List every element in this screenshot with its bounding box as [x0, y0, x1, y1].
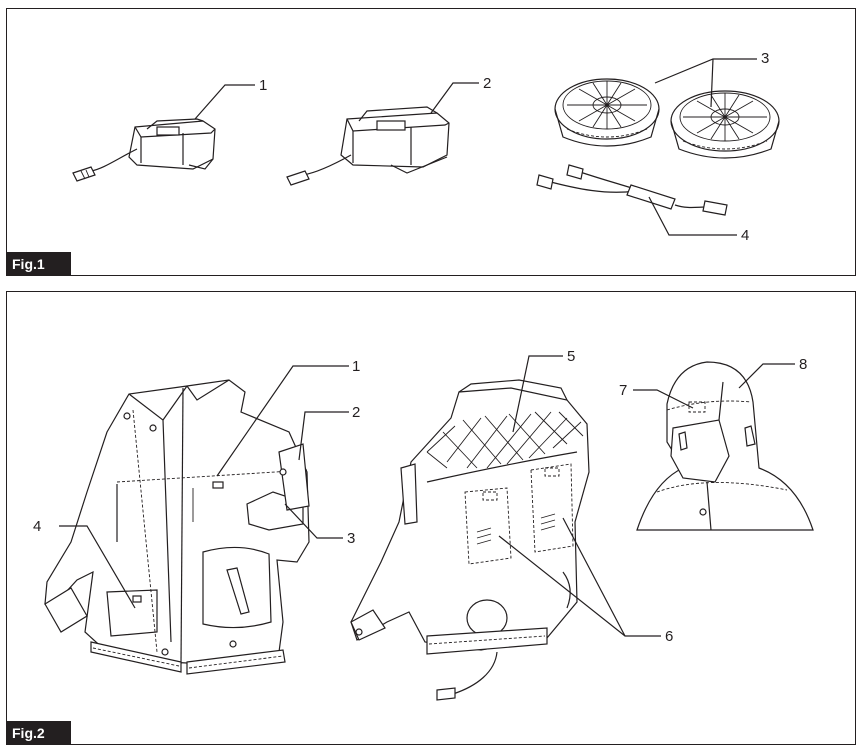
figure-2-leaders [59, 355, 795, 637]
y-cable-illustration [536, 164, 728, 216]
fig2-callout-2: 2 [352, 404, 360, 421]
jacket-front-illustration [44, 379, 310, 675]
hood-illustration [636, 361, 814, 531]
figure-1-label: Fig.1 [7, 252, 71, 275]
fig1-callout-2: 2 [483, 75, 491, 92]
fig2-callout-4: 4 [33, 518, 41, 535]
battery-adapter-2-illustration [286, 106, 450, 186]
jacket-back-illustration [350, 379, 590, 701]
figure-2-label: Fig.2 [7, 721, 71, 744]
fig1-callout-3: 3 [761, 50, 769, 67]
fig2-callout-5: 5 [567, 348, 575, 365]
fig2-callout-8: 8 [799, 356, 807, 373]
fig1-callout-1: 1 [259, 77, 267, 94]
figure-1-leaders [194, 58, 757, 236]
fig2-callout-7: 7 [619, 382, 627, 399]
figure-1-panel: 1 2 3 4 Fig.1 [6, 8, 856, 276]
fig1-callout-4: 4 [741, 227, 749, 244]
fig2-callout-1: 1 [352, 358, 360, 375]
figure-2-illustration: 1 2 3 4 5 6 7 8 [33, 348, 814, 701]
figure-1-illustration: 1 2 3 4 [72, 50, 780, 244]
battery-adapter-1-illustration [72, 118, 216, 182]
fig2-callout-6: 6 [665, 628, 673, 645]
figure-2-panel: 1 2 3 4 5 6 7 8 Fig.2 [6, 291, 856, 745]
fig2-callout-3: 3 [347, 530, 355, 547]
fan-units-illustration [554, 78, 780, 159]
